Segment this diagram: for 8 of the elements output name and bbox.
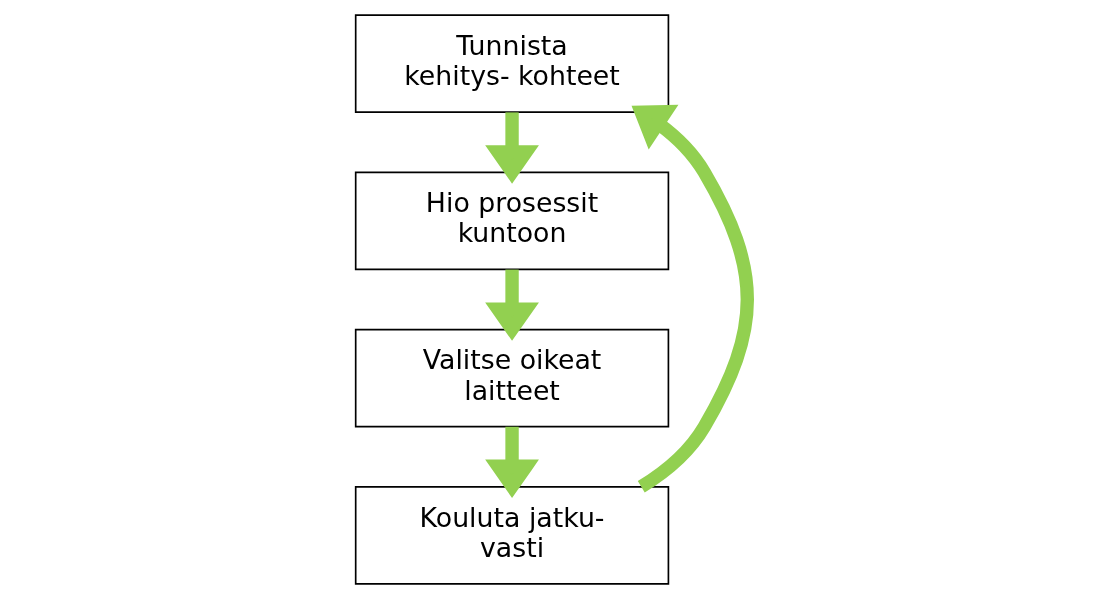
arrow (485, 269, 539, 341)
node-box: Valitse oikeat laitteet (354, 328, 670, 428)
node-box: Hio prosessit kuntoon (354, 171, 670, 271)
arrow (631, 104, 754, 493)
arrow (485, 426, 539, 499)
node-box: Kouluta jatku- vasti (354, 485, 670, 585)
node-box: Tunnista kehitys- kohteet (354, 14, 670, 114)
arrow (485, 112, 539, 184)
